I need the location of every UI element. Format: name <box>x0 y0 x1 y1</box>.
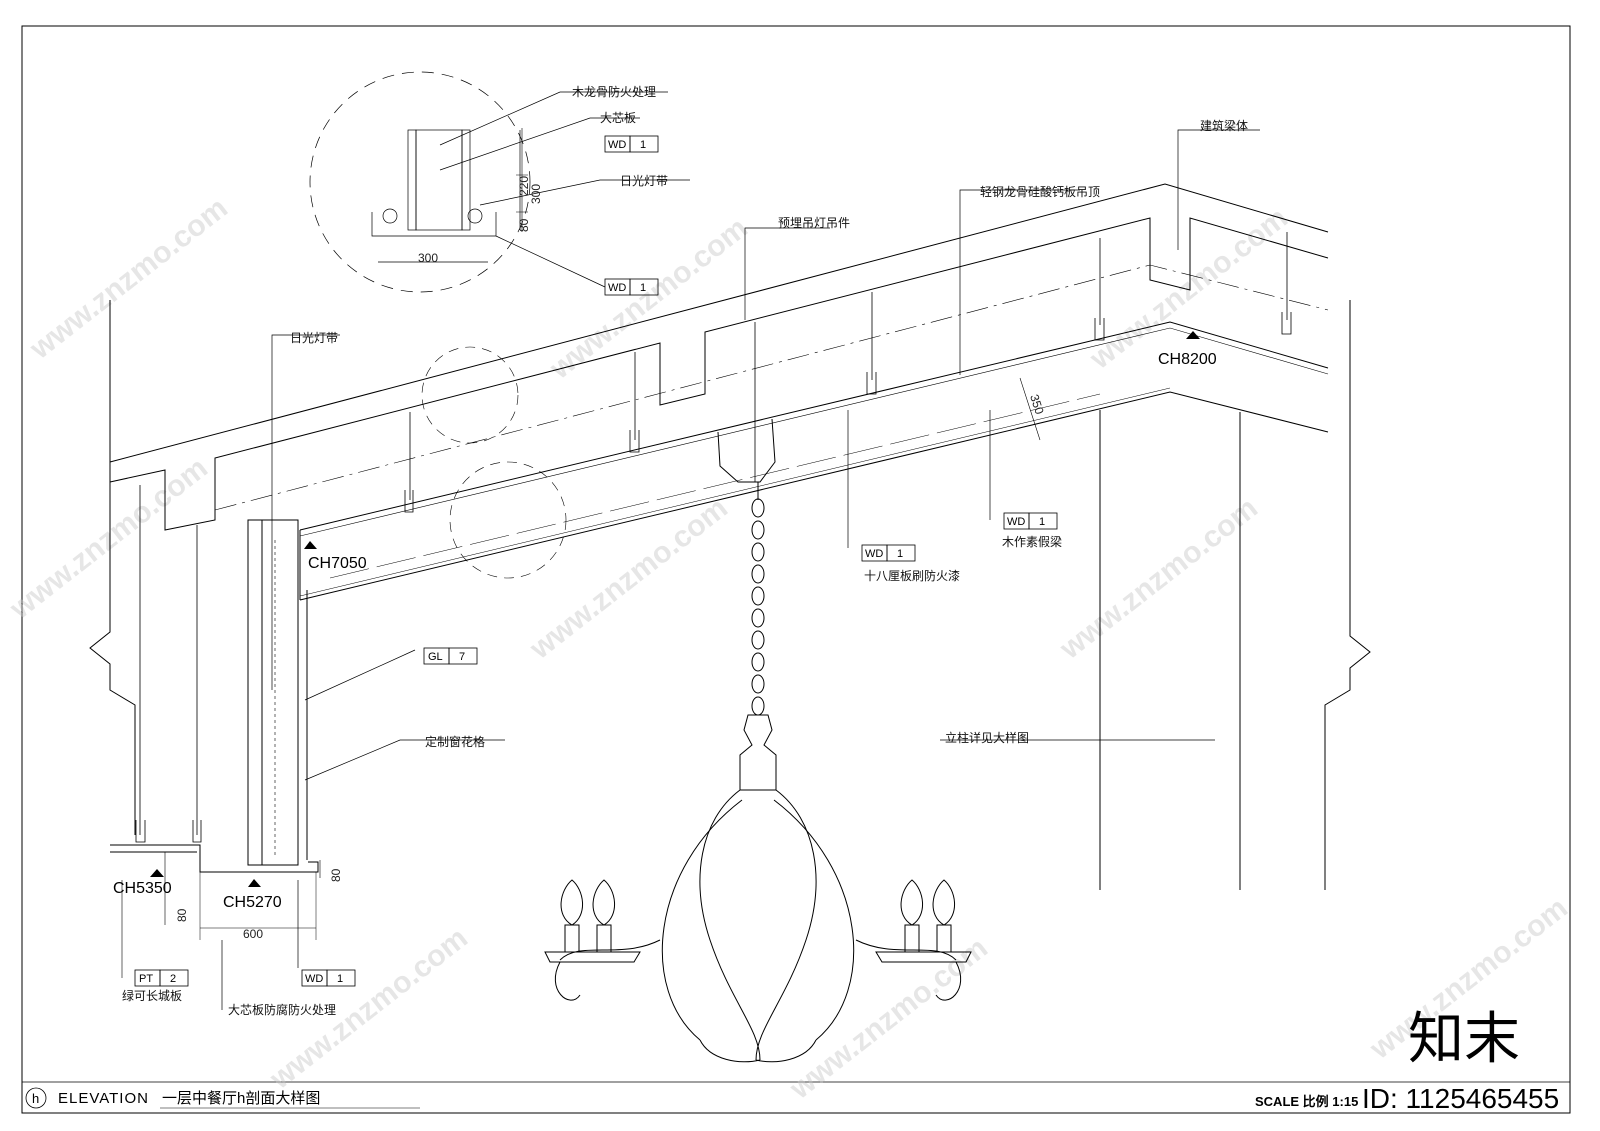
note-fireproof-wood-keel: 木龙骨防火处理 <box>572 84 656 99</box>
wall-break-lines <box>89 300 1371 890</box>
svg-text:WD: WD <box>1007 516 1025 528</box>
dim-80-left: 80 <box>175 908 189 922</box>
level-markers <box>150 331 1200 887</box>
level-ch5270: CH5270 <box>223 894 282 911</box>
dimension-lines <box>164 128 1041 929</box>
watermark-text: www.znzmo.com <box>1083 201 1294 376</box>
dim-80-floor: 80 <box>329 868 343 882</box>
svg-text:1: 1 <box>897 548 903 560</box>
tag-wd-false-beam: WD 1 <box>1003 512 1058 530</box>
title-block: h ELEVATION 一层中餐厅h剖面大样图 SCALE 比例 1:15 <box>25 1087 1358 1109</box>
note-green-board: 绿可长城板 <box>122 988 182 1003</box>
ceiling-hangers <box>135 232 1292 843</box>
elevation-label: ELEVATION <box>58 1090 149 1107</box>
note-custom-lattice: 定制窗花格 <box>425 734 485 749</box>
watermark-layer: www.znzmo.com www.znzmo.com www.znzmo.co… <box>3 191 1574 1106</box>
svg-text:WD: WD <box>865 548 883 560</box>
material-tags: WD 1 WD 1 WD 1 WD 1 GL 7 <box>121 135 1058 987</box>
drawing-title: 一层中餐厅h剖面大样图 <box>162 1090 320 1107</box>
logo-watermark: 知末 <box>1408 1007 1520 1070</box>
sheet-frame <box>21 25 1571 1114</box>
detail-callout-circle <box>309 71 531 293</box>
note-blockboard: 大芯板 <box>600 111 636 125</box>
note-column-detail-ref: 立柱详见大样图 <box>945 730 1029 745</box>
annotations: 木龙骨防火处理 大芯板 日光灯带 建筑梁体 轻钢龙骨硅酸钙板吊顶 预埋吊灯吊件 … <box>122 84 1248 1017</box>
tag-gl: GL 7 <box>423 647 478 665</box>
tag-pt: PT 2 <box>121 880 189 987</box>
leader-lines <box>221 91 1260 1010</box>
chandelier-chain <box>751 498 765 716</box>
note-blockboard-anticorrosion: 大芯板防腐防火处理 <box>228 1002 336 1017</box>
tag-wd-detail-top: WD 1 <box>604 135 659 153</box>
svg-text:GL: GL <box>428 651 443 663</box>
note-wood-false-beam: 木作素假梁 <box>1002 534 1062 549</box>
watermark-text: www.znzmo.com <box>23 191 234 366</box>
svg-text:2: 2 <box>170 973 176 985</box>
section-marker-circle <box>25 1087 47 1109</box>
level-ch7050: CH7050 <box>308 555 367 572</box>
svg-text:PT: PT <box>139 973 153 985</box>
tag-wd-column: WD 1 <box>301 969 356 987</box>
level-labels: CH8200 CH7050 CH5350 CH5270 <box>113 351 1217 911</box>
scale-label: SCALE 比例 1:15 <box>1255 1094 1358 1109</box>
ceiling-false-beam <box>299 321 1329 890</box>
watermark-text: www.znzmo.com <box>543 211 754 386</box>
svg-text:WD: WD <box>608 282 626 294</box>
building-beam-outline <box>109 183 1329 531</box>
tag-wd-board: WD 1 <box>861 544 916 562</box>
brand-watermark: 知末 ID: 1125465455 <box>1362 1007 1559 1114</box>
note-fireproof-paint-board: 十八厘板刷防火漆 <box>864 568 960 583</box>
tag-wd-detail-bottom: WD 1 <box>495 235 659 296</box>
dim-300-vertical: 300 <box>529 184 543 204</box>
lattice-column <box>110 519 319 940</box>
svg-text:1: 1 <box>640 282 646 294</box>
note-steel-keel-ceiling: 轻钢龙骨硅酸钙板吊顶 <box>980 184 1100 199</box>
section-marker: h <box>32 1091 39 1106</box>
note-fluorescent-strip-detail: 日光灯带 <box>620 174 668 188</box>
id-watermark: ID: 1125465455 <box>1362 1083 1559 1114</box>
level-ch5350: CH5350 <box>113 880 172 897</box>
svg-text:WD: WD <box>305 973 323 985</box>
dim-80-detail: 80 <box>517 218 531 232</box>
chandelier <box>544 482 972 1063</box>
dim-300-horizontal: 300 <box>418 251 438 265</box>
svg-text:1: 1 <box>640 139 646 151</box>
watermark-text: www.znzmo.com <box>1053 491 1264 666</box>
level-ch8200: CH8200 <box>1158 351 1217 368</box>
watermark-text: www.znzmo.com <box>783 931 994 1106</box>
svg-text:1: 1 <box>337 973 343 985</box>
note-fluorescent-strip: 日光灯带 <box>290 331 338 345</box>
dim-350: 350 <box>1027 393 1047 417</box>
secondary-callout-circles <box>421 346 567 579</box>
svg-text:7: 7 <box>459 651 465 663</box>
dim-220: 220 <box>517 176 531 196</box>
dimension-labels: 220 300 80 300 350 80 80 600 <box>175 176 1047 941</box>
note-building-beam: 建筑梁体 <box>1200 118 1248 133</box>
dim-600: 600 <box>243 927 263 941</box>
svg-text:1: 1 <box>1039 516 1045 528</box>
note-embedded-pendant: 预埋吊灯吊件 <box>778 216 850 230</box>
watermark-text: www.znzmo.com <box>3 451 214 626</box>
svg-text:WD: WD <box>608 139 626 151</box>
